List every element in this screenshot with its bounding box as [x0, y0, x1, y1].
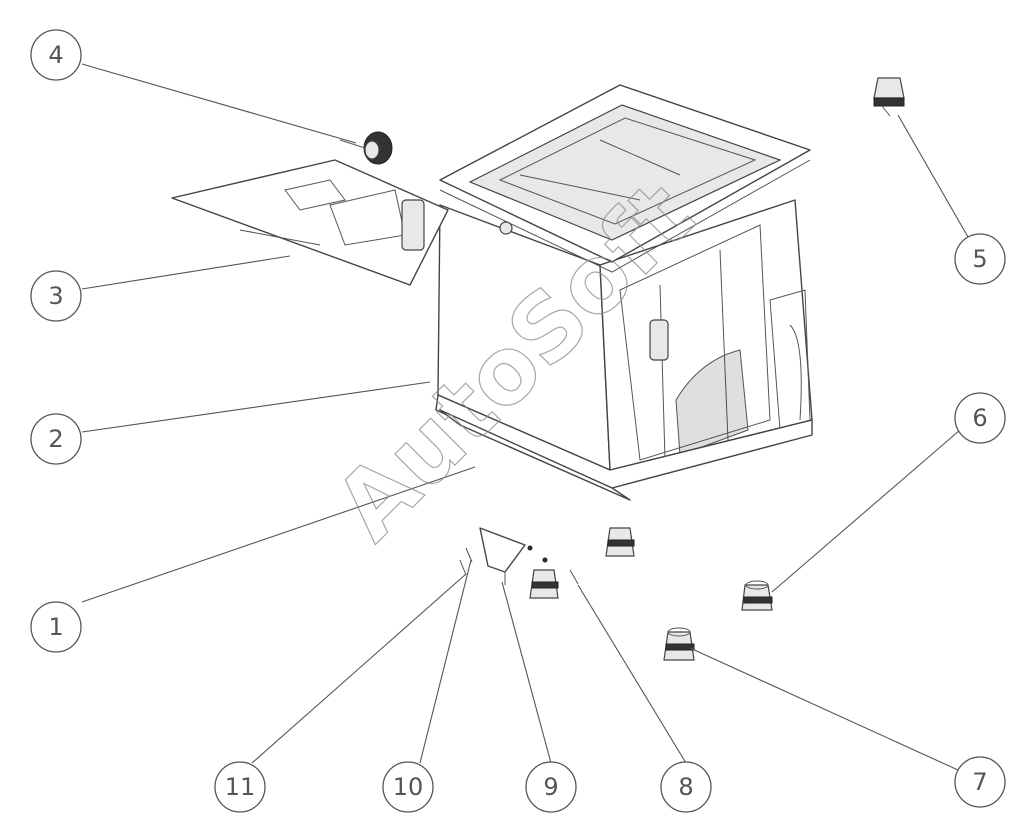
svg-text:1: 1: [48, 613, 63, 641]
callout-4: 4: [30, 29, 82, 81]
floor-panel: [171, 159, 449, 286]
beacon-part: [873, 77, 905, 117]
cab-assembly: [435, 84, 813, 501]
svg-text:10: 10: [393, 773, 424, 801]
svg-text:2: 2: [48, 425, 63, 453]
mount-center-a: [605, 527, 635, 557]
callout-9: 9: [525, 761, 577, 813]
callout-6: 6: [954, 392, 1006, 444]
leader-lines: [81, 63, 969, 771]
callout-11: 11: [214, 761, 266, 813]
svg-text:5: 5: [972, 245, 987, 273]
bracket-part: [479, 527, 526, 585]
mount-center-b: [529, 569, 559, 599]
callout-7: 7: [954, 756, 1006, 808]
svg-text:11: 11: [225, 773, 256, 801]
callout-3: 3: [30, 270, 82, 322]
mount-6: [741, 580, 773, 611]
svg-text:3: 3: [48, 282, 63, 310]
callout-1: 1: [30, 601, 82, 653]
mount-7: [663, 627, 695, 661]
svg-text:9: 9: [543, 773, 558, 801]
knob-part: [339, 131, 393, 165]
svg-text:4: 4: [48, 41, 63, 69]
svg-text:6: 6: [972, 404, 987, 432]
svg-text:8: 8: [678, 773, 693, 801]
bolt-parts: [459, 545, 579, 585]
callout-5: 5: [954, 233, 1006, 285]
callout-2: 2: [30, 413, 82, 465]
svg-text:7: 7: [972, 768, 987, 796]
callout-10: 10: [382, 761, 434, 813]
callout-8: 8: [660, 761, 712, 813]
